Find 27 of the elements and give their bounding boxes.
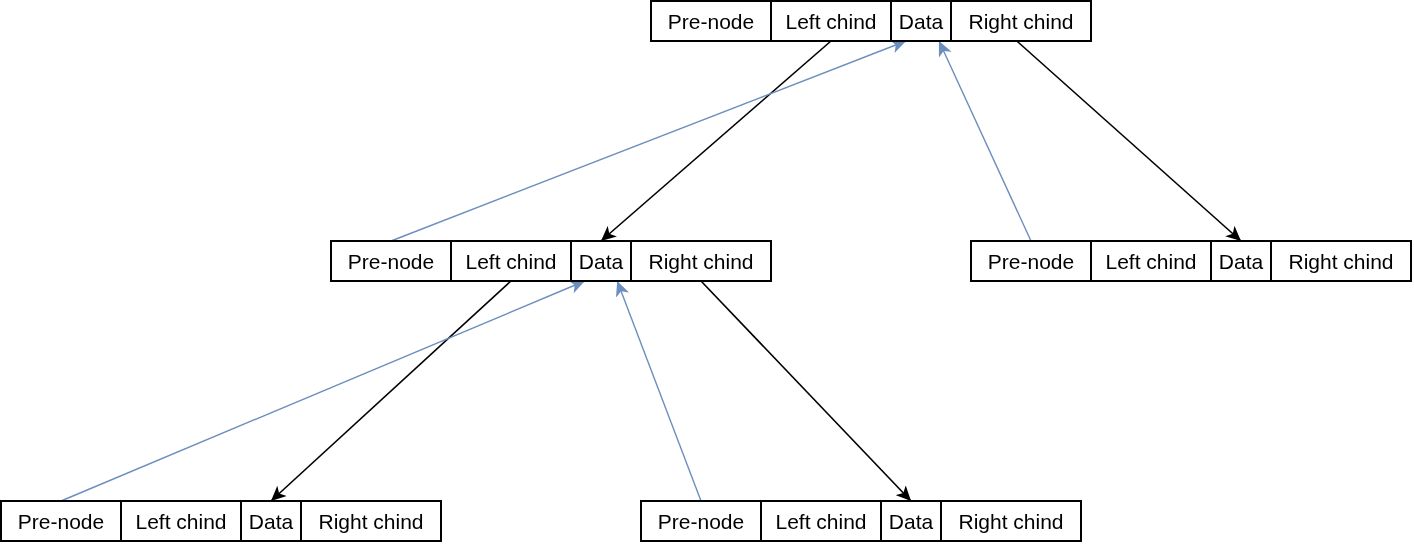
arrow [700, 280, 912, 502]
record-field: Data [240, 500, 302, 542]
arrow [938, 40, 1032, 242]
record-field: Left chind [1090, 240, 1212, 282]
record-field: Left chind [760, 500, 882, 542]
record-field: Pre-node [650, 0, 772, 42]
record-field: Right chind [950, 0, 1092, 42]
record-field: Left chind [450, 240, 572, 282]
arrow [60, 280, 586, 502]
record-field: Pre-node [0, 500, 122, 542]
arrow [1016, 40, 1242, 242]
record-field: Pre-node [970, 240, 1092, 282]
record-field: Left chind [120, 500, 242, 542]
record-field: Data [880, 500, 942, 542]
record-field: Data [570, 240, 632, 282]
record-field: Right chind [940, 500, 1082, 542]
arrow [616, 280, 702, 502]
record-field: Data [890, 0, 952, 42]
record-field: Data [1210, 240, 1272, 282]
record-field: Right chind [630, 240, 772, 282]
record-field: Pre-node [330, 240, 452, 282]
record-field: Right chind [300, 500, 442, 542]
arrow [600, 40, 832, 242]
arrow [270, 280, 512, 502]
record-field: Right chind [1270, 240, 1412, 282]
record-field: Left chind [770, 0, 892, 42]
record-field: Pre-node [640, 500, 762, 542]
